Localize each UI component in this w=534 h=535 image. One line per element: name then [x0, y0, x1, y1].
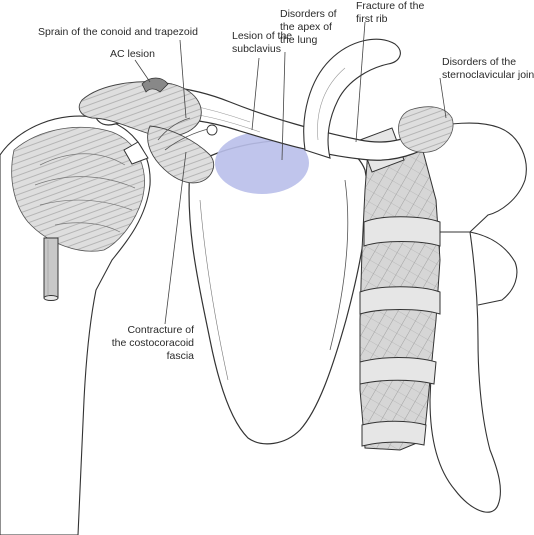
label-costocoracoid-contracture: Contracture of the costocoracoid fascia	[98, 324, 194, 363]
label-line: the costocoracoid	[111, 337, 194, 349]
label-line: the apex of	[280, 21, 332, 33]
leader-rib	[355, 21, 366, 143]
lung-apex-highlight	[215, 132, 309, 194]
humerus-head-shading	[11, 126, 145, 252]
rib-cartilage-column	[359, 127, 441, 451]
leader-scj	[439, 77, 447, 119]
label-lung-apex-disorders: Disorders of the apex of the lung	[280, 8, 337, 47]
label-line: subclavius	[232, 43, 282, 55]
label-first-rib-fracture: Fracture of the first rib	[356, 0, 424, 26]
sternum	[411, 122, 527, 513]
leader-conoid	[179, 39, 187, 119]
label-line: Sprain of the conoid and trapezoid	[38, 26, 198, 38]
biceps-tendon-stub	[43, 237, 59, 301]
label-line: fascia	[166, 350, 194, 362]
leader-lines	[134, 21, 447, 325]
label-line: the lung	[280, 34, 318, 46]
label-conoid-trapezoid-sprain: Sprain of the conoid and trapezoid	[38, 26, 198, 39]
label-sternoclavicular-disorders: Disorders of the sternoclavicular joint	[442, 56, 534, 82]
acromion-coracoid	[78, 77, 218, 184]
label-subclavius-lesion: Lesion of the subclavius	[232, 30, 292, 56]
leader-subclavius	[251, 57, 260, 131]
label-line: Contracture of	[127, 324, 194, 336]
label-line: Disorders of the	[442, 56, 517, 68]
label-line: Lesion of the	[232, 30, 293, 42]
label-line: Disorders of	[280, 8, 337, 20]
leader-apex	[281, 51, 286, 161]
label-line: AC lesion	[110, 48, 155, 60]
label-ac-lesion: AC lesion	[110, 48, 155, 61]
leader-ac	[134, 59, 151, 83]
first-rib	[303, 38, 401, 159]
leader-costo	[164, 151, 187, 325]
scapula	[188, 139, 368, 445]
sternoclavicular-ligament	[398, 106, 454, 153]
label-line: first rib	[356, 13, 388, 25]
label-line: Fracture of the	[356, 0, 425, 12]
label-line: sternoclavicular joint	[442, 69, 534, 81]
